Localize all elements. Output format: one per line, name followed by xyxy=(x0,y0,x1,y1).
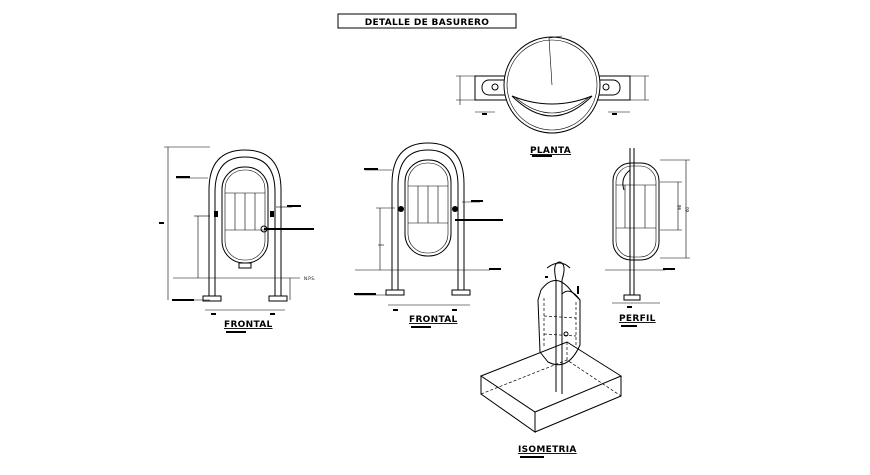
plan-label: PLANTA xyxy=(530,146,571,156)
title-block: DETALLE DE BASURERO xyxy=(337,13,517,29)
plan-view: PLANTA xyxy=(456,35,649,157)
isometric-label: ISOMETRIA xyxy=(518,445,577,455)
dim-98: 98 xyxy=(677,204,682,210)
profile-label: PERFIL xyxy=(619,314,656,324)
front-2-label: FRONTAL xyxy=(409,315,458,325)
front-view-1: N.P.S. FRONTAL xyxy=(159,146,315,333)
front-view-2: FRONTAL xyxy=(354,142,503,328)
isometric-view: ISOMETRIA xyxy=(479,261,623,458)
front-1-label: FRONTAL xyxy=(224,320,273,330)
dim-60: 60 xyxy=(685,206,690,212)
drawing-title: DETALLE DE BASURERO xyxy=(365,18,490,28)
nps-label: N.P.S. xyxy=(304,276,315,281)
profile-view: 98 60 PERFIL xyxy=(605,148,690,327)
